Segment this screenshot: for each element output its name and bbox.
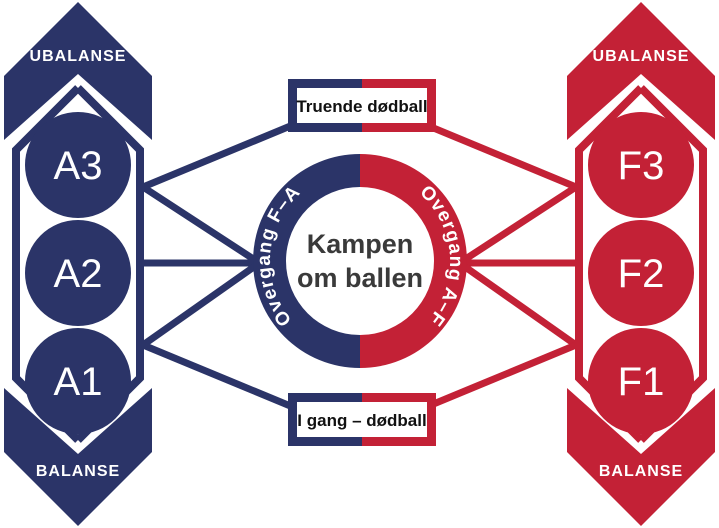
connector-f1-ring	[458, 261, 579, 348]
left-arrow-top-label: UBALANSE	[30, 48, 127, 65]
right-arrow-bottom-head	[567, 388, 715, 526]
center-title-line2: om ballen	[297, 263, 423, 293]
left-arrow-bottom-label: BALANSE	[36, 463, 120, 480]
node-a3-circle	[25, 112, 131, 218]
right-arrow-top-label: UBALANSE	[593, 48, 690, 65]
connector-a3-ring	[141, 184, 260, 265]
bottom-box-inner	[297, 402, 427, 437]
node-a2-label: A2	[54, 252, 103, 296]
bottom-box-label: I gang – dødball	[297, 411, 426, 430]
node-f1-label: F1	[618, 360, 665, 404]
top-box-inner	[297, 88, 427, 123]
right-arrow-bottom-label: BALANSE	[599, 463, 683, 480]
connector-f3-topbox	[417, 118, 578, 191]
top-box: Truende dødball	[288, 79, 436, 132]
right-connectors	[417, 118, 582, 414]
ring-right-half	[360, 154, 467, 368]
node-a1-label: A1	[54, 360, 103, 404]
node-f2-label: F2	[618, 252, 665, 296]
center-ring: Overgang F–A Overgang A–F Kampen om ball…	[253, 154, 467, 368]
node-f3-circle	[588, 112, 694, 218]
node-a1-circle	[25, 328, 131, 434]
node-a3-label: A3	[54, 144, 103, 188]
right-arrow-top-head	[567, 2, 715, 140]
node-a2-circle	[25, 220, 131, 326]
center-title-line1: Kampen	[307, 229, 414, 259]
connector-f3-ring	[459, 184, 578, 265]
connector-a3-topbox	[141, 118, 302, 191]
connector-a1-bottombox	[141, 341, 302, 414]
bottom-box: I gang – dødball	[288, 393, 436, 446]
connector-a1-ring	[140, 261, 261, 348]
left-arrow-bottom-head	[4, 388, 152, 526]
left-arrow-top-head	[4, 2, 152, 140]
connector-f1-bottombox	[417, 341, 578, 414]
right-arrow: UBALANSE BALANSE F3 F2 F1	[567, 2, 715, 526]
node-f3-label: F3	[618, 144, 665, 188]
top-box-label: Truende dødball	[296, 97, 427, 116]
node-f2-circle	[588, 220, 694, 326]
left-arrow: UBALANSE BALANSE A3 A2 A1	[4, 2, 152, 526]
node-f1-circle	[588, 328, 694, 434]
left-connectors	[137, 118, 302, 414]
ring-left-half	[253, 154, 360, 368]
